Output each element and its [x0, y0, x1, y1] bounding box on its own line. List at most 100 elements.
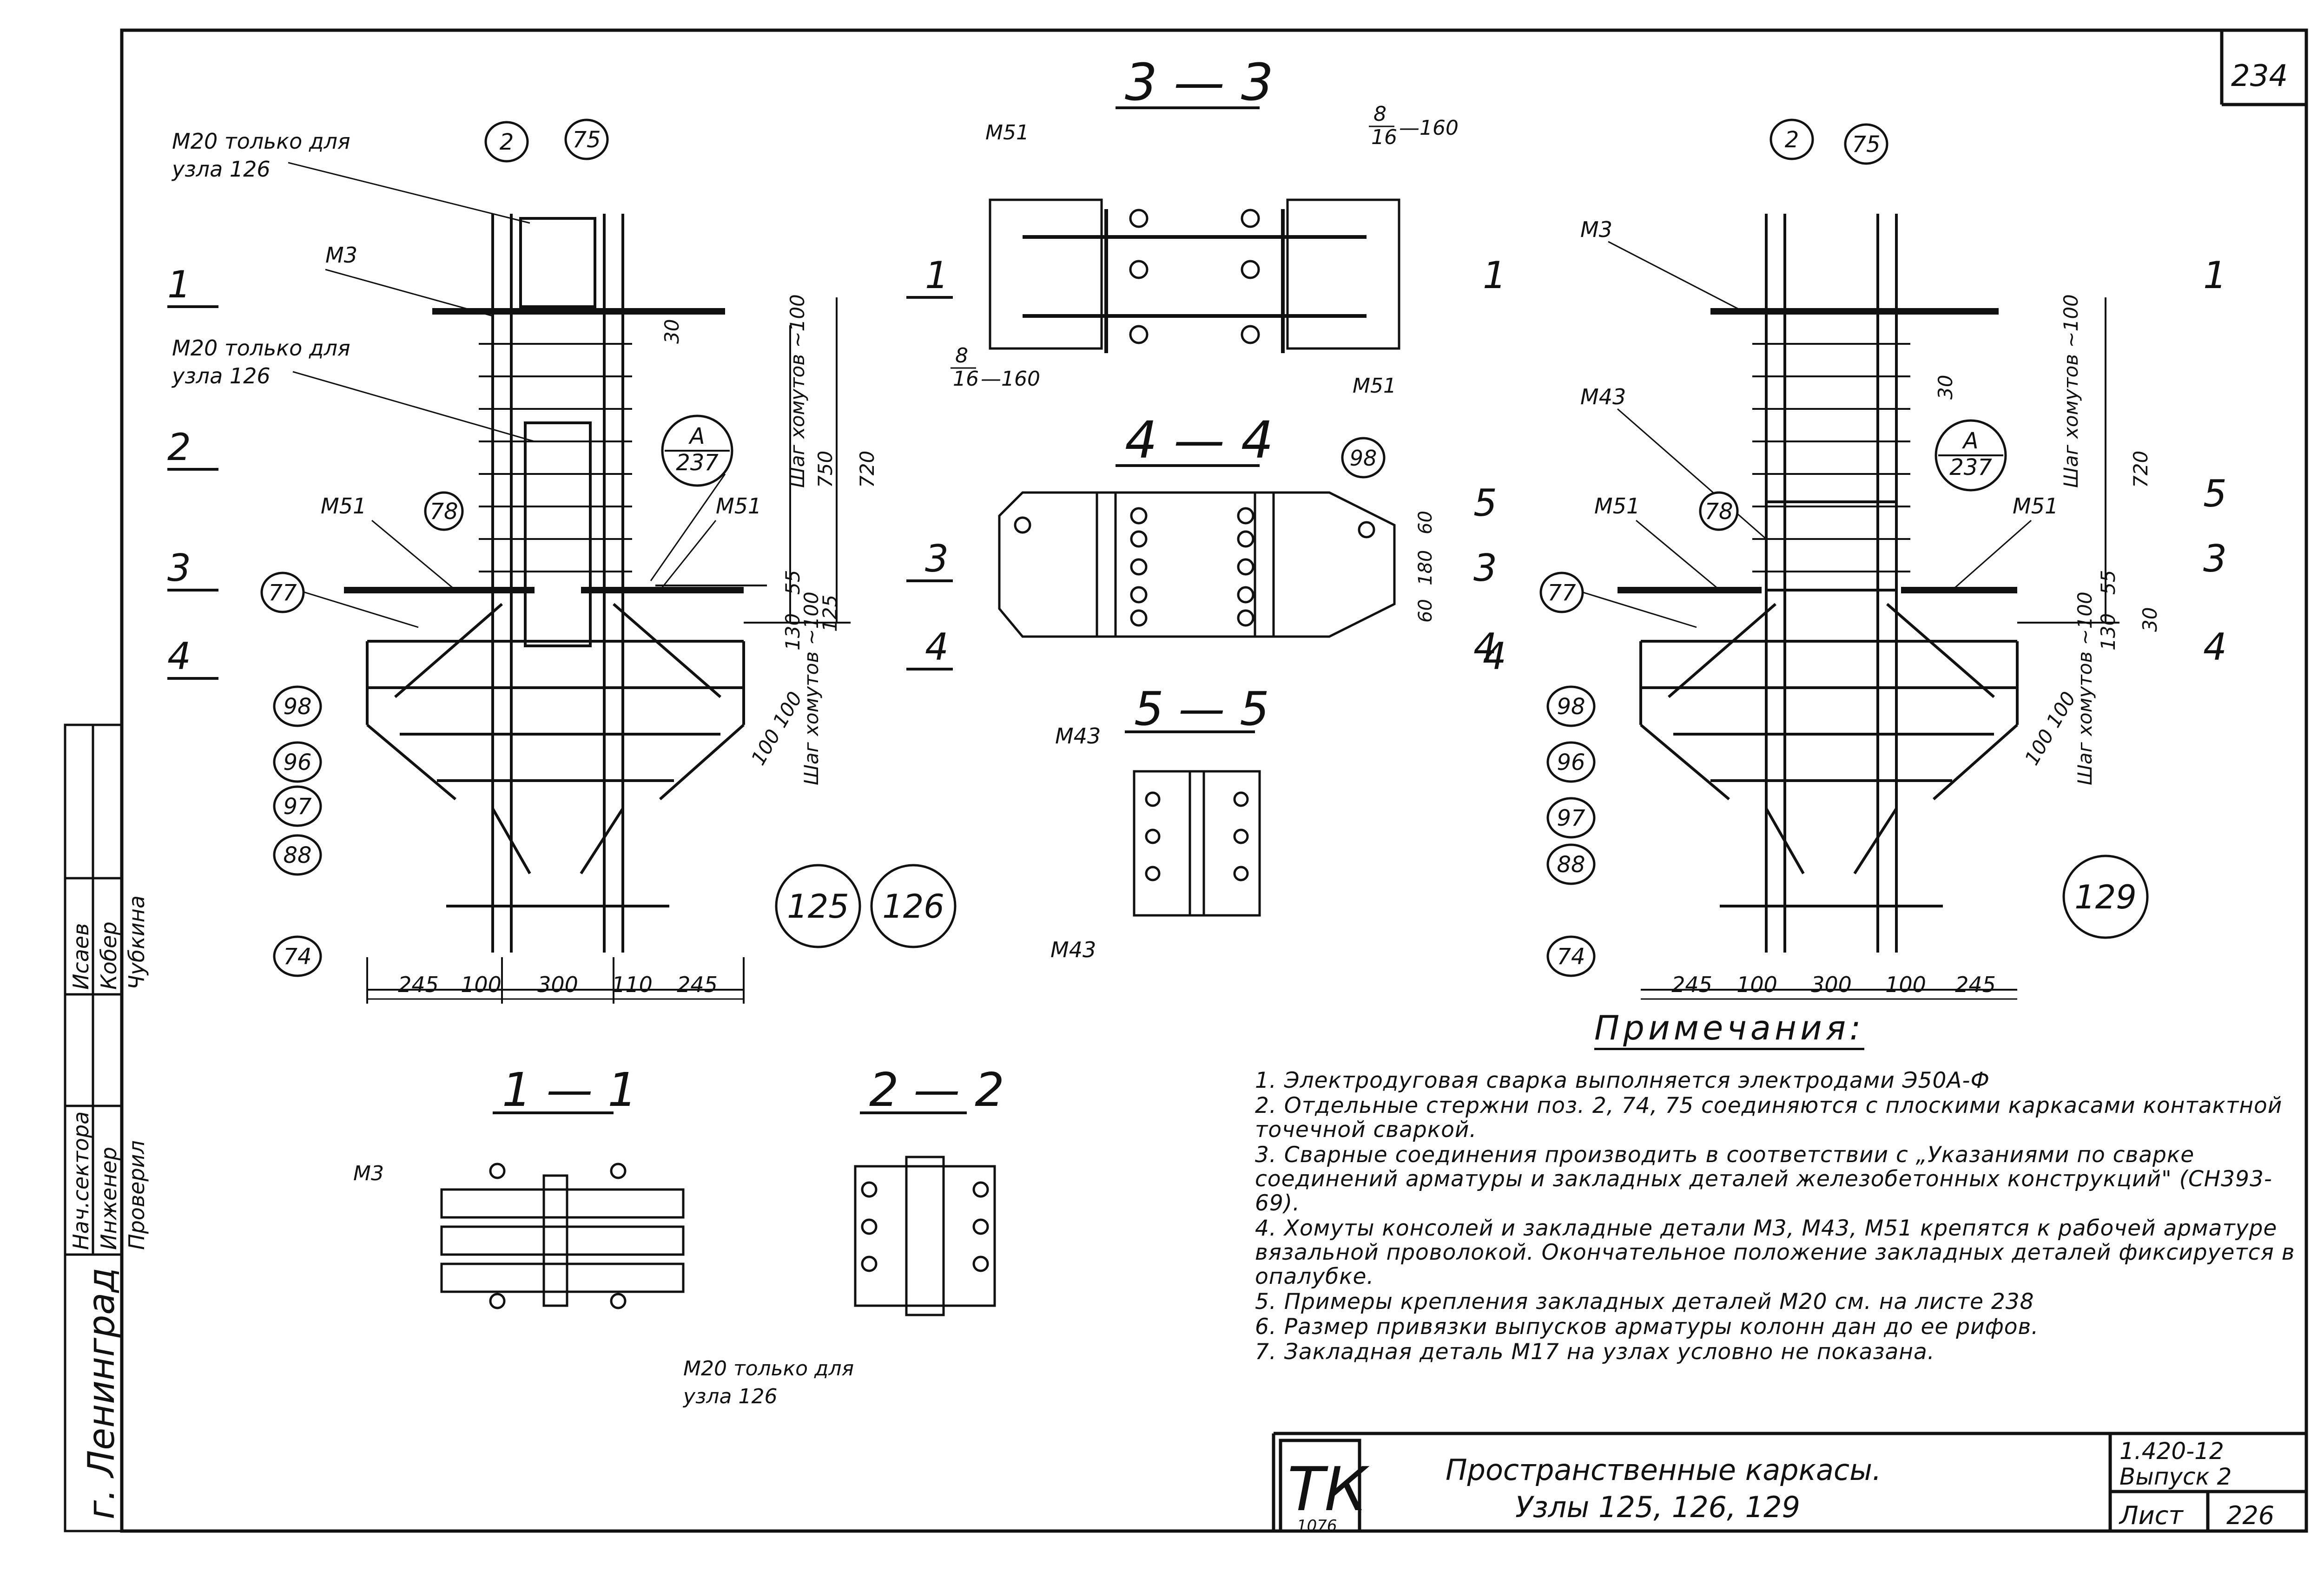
- markers-right: 1 4 1 5 3 4: [1483, 254, 2227, 678]
- title-5-5: 5 — 5: [1134, 682, 1269, 736]
- node126-1: узла 126: [171, 157, 271, 182]
- pos-97-right: 97: [1557, 805, 1585, 831]
- node126-2: узла 126: [171, 363, 271, 388]
- m43-55b: М43: [1050, 937, 1096, 962]
- m20-only-2: М20 только для: [172, 335, 350, 361]
- elevation-right-lines: [1618, 214, 2019, 953]
- elevation-left-stirrups: [366, 297, 851, 1004]
- dim-130-r: 130: [2097, 613, 2119, 651]
- notes-title: Примечания:: [1594, 1008, 1865, 1050]
- marker-3-l: 3: [167, 546, 191, 590]
- labels-2-2: М20 только для узла 126: [682, 1357, 854, 1408]
- stamp-title-1: Пространственные каркасы.: [1446, 1453, 1882, 1487]
- marker-4-44: 4: [1473, 625, 1497, 669]
- node-126: 126: [882, 887, 944, 926]
- note-4: 4. Хомуты консолей и закладные детали М3…: [1255, 1216, 2295, 1289]
- pos-98-44: 98: [1350, 446, 1377, 471]
- dim-60b: 60: [1415, 599, 1436, 623]
- dim-r-245b: 245: [1955, 972, 1996, 997]
- dim-180: 180: [1415, 550, 1436, 585]
- elevation-right-stirrups: [1641, 297, 2119, 991]
- marker-1-r: 1: [925, 254, 949, 297]
- dim-125-l: 125: [819, 595, 841, 632]
- frac8-a: 8: [1373, 102, 1386, 126]
- dim-l-245a: 245: [398, 972, 439, 997]
- markers-left: 1 2 3 4 1 3 4: [167, 254, 949, 678]
- dim-r-245a: 245: [1671, 972, 1712, 997]
- marker-4-rl: 4: [1483, 635, 1506, 678]
- title-4-4: 4 — 4: [1125, 410, 1274, 470]
- pos-98-right: 98: [1557, 694, 1585, 720]
- frac8-b: 8: [955, 344, 968, 368]
- side-block-frame: [64, 723, 123, 1532]
- dim-r-100b: 100: [1885, 972, 1926, 997]
- callouts-left: М20 только для узла 126 М3 М20 только дл…: [171, 129, 761, 519]
- dim-720-r: 720: [2129, 451, 2152, 488]
- dims-bottom-left: 245 100 300 110 245: [398, 972, 718, 997]
- pos-circles-left: [260, 118, 957, 977]
- role-head: Нач.сектора: [68, 1111, 93, 1250]
- pos-98-circle-44: [1341, 437, 1386, 479]
- m51-left-a: М51: [321, 493, 366, 519]
- pos-77-left: 77: [268, 580, 297, 606]
- dim-55-r: 55: [2097, 570, 2119, 595]
- stamp-sheet-label: Лист: [2119, 1501, 2184, 1530]
- pos-labels-right: 2 75 78 77 98 96 97 88 74 А 237 129: [1547, 127, 2136, 970]
- frac-lines-33: [951, 125, 1394, 369]
- pos-88-right: 88: [1557, 852, 1585, 878]
- note-3: 3. Сварные соединения производить в соот…: [1255, 1142, 2272, 1216]
- stamp-org-sub: 1076: [1297, 1517, 1337, 1535]
- pos-circles-right: [1539, 118, 2149, 977]
- marker-2-l: 2: [167, 426, 191, 469]
- pos-96-left: 96: [283, 749, 311, 776]
- m20-only-3: М20 только для: [683, 1357, 854, 1380]
- side-block-text: Нач.сектора Инженер Проверил Исаев Кобер…: [68, 895, 149, 1519]
- section-4-4: [998, 491, 1396, 638]
- note-7: 7. Закладная деталь М17 на узлах условно…: [1255, 1339, 1935, 1365]
- marker-3-rr: 3: [2203, 537, 2227, 580]
- name-3: Чубкина: [124, 895, 149, 990]
- labels-5-5: М43 М43: [1050, 723, 1101, 962]
- notes: 1. Электродуговая сварка выполняется эле…: [1255, 1069, 2296, 1365]
- city: г. Ленинград: [81, 1268, 123, 1519]
- pos-97-left: 97: [283, 794, 312, 820]
- role-checker: Проверил: [124, 1140, 149, 1250]
- sheet-number: 234: [2231, 59, 2288, 93]
- dim-60a: 60: [1415, 511, 1436, 534]
- stamp-series: 1.420-12: [2119, 1438, 2224, 1465]
- pos-75-right: 75: [1852, 131, 1880, 158]
- dim-l-245b: 245: [677, 972, 718, 997]
- dims-4-4: 60 180 60: [1415, 511, 1436, 623]
- pos-74-right: 74: [1557, 944, 1585, 970]
- m51-right-a: М51: [1594, 493, 1640, 519]
- dim-55-l: 55: [781, 570, 804, 595]
- stamp-sheet-no: 226: [2226, 1501, 2274, 1530]
- step-label-r2: Шаг хомутов ~100: [2073, 592, 2096, 785]
- labels-3-3: М51 М51 8 16 —160 8 16 —160: [953, 102, 1459, 398]
- marker-1-rr: 1: [2203, 254, 2227, 297]
- pos-96-right: 96: [1557, 749, 1585, 776]
- section-3-3: [989, 198, 1400, 353]
- node-125: 125: [787, 887, 849, 926]
- marker-1-rl: 1: [1483, 254, 1506, 297]
- dash160-b: —160: [981, 367, 1040, 391]
- section-2-2: [854, 1156, 996, 1316]
- pos-98-left: 98: [283, 694, 311, 720]
- title-3-3: 3 — 3: [1125, 53, 1274, 112]
- pos-75-left: 75: [572, 127, 601, 153]
- marker-4-r: 4: [925, 625, 949, 669]
- diag-l: 100 100: [746, 688, 806, 769]
- dim-720-l: 720: [856, 451, 878, 488]
- dims-right-left: 30 750 720 55 130 125 Шаг хомутов ~100 Ш…: [660, 294, 878, 785]
- name-2: Кобер: [96, 921, 121, 990]
- markers-44: 5 3 4: [1473, 481, 1497, 669]
- note-5: 5. Примеры крепления закладных деталей М…: [1255, 1289, 2034, 1315]
- dims-right-right: 30 720 55 130 30 Шаг хомутов ~100 Шаг хо…: [1934, 294, 2161, 785]
- m3-11: М3: [353, 1162, 384, 1185]
- frac16-a: 16: [1371, 125, 1397, 149]
- note-2: 2. Отдельные стержни поз. 2, 74, 75 соед…: [1255, 1093, 2283, 1143]
- frac16-b: 16: [953, 367, 979, 391]
- title-2-2: 2 — 2: [869, 1063, 1004, 1117]
- marker-4-rr: 4: [2203, 625, 2227, 669]
